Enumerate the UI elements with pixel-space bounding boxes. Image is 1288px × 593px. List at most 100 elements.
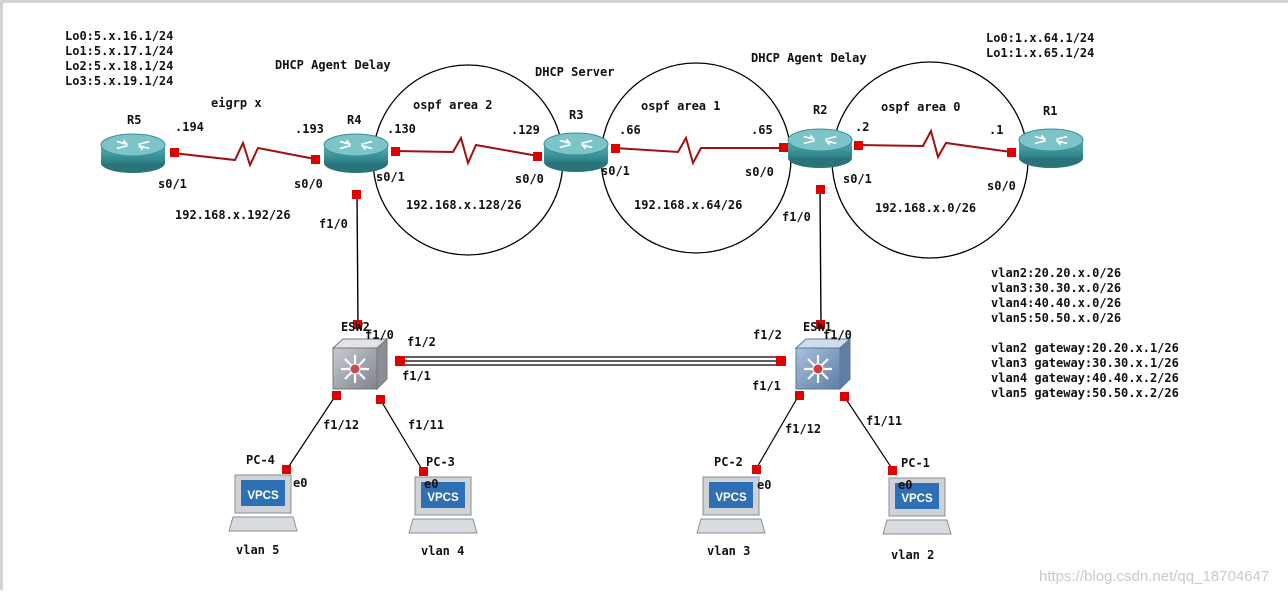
vlan-note-0: vlan2:20.20.x.0/26 [991,266,1121,280]
router-r5[interactable] [100,133,166,173]
vpcs-label: VPCS [715,492,747,504]
device-name-r2: R2 [813,103,827,117]
if-r4-f10: f1/0 [319,217,348,231]
gateway-note-3: vlan5 gateway:50.50.x.2/26 [991,386,1179,400]
vpcs-label: VPCS [427,492,459,504]
if-r2-s00: s0/0 [745,165,774,179]
ip-r1: .1 [989,123,1003,137]
subnet-eigrp: 192.168.x.192/26 [175,208,291,222]
r1-loopback-1: Lo1:1.x.65.1/24 [986,46,1094,60]
if-esw2-f111: f1/11 [408,418,444,432]
router-r3[interactable] [543,132,609,172]
r4-role-label: DHCP Agent Delay [275,58,391,72]
r2-role-label: DHCP Agent Delay [751,51,867,65]
device-name-r1: R1 [1043,104,1057,118]
if-r2-f10: f1/0 [782,210,811,224]
ip-r3-s01: .66 [619,123,641,137]
if-esw2-f12: f1/2 [407,335,436,349]
port-markers [170,141,1016,476]
if-esw1-f12: f1/2 [753,328,782,342]
if-r4-s01: s0/1 [376,170,405,184]
network-topology-diagram: VPCS VPCS VPCS VPCS [65,29,1269,585]
if-esw2-f112: f1/12 [323,418,359,432]
vlan-note-3: vlan5:50.50.x.0/26 [991,311,1121,325]
device-name-esw2: ESW2 [341,320,370,334]
r1-loopback-0: Lo0:1.x.64.1/24 [986,31,1094,45]
vlan-note-1: vlan3:30.30.x.0/26 [991,281,1121,295]
trunk-link-esw2-esw1[interactable] [399,356,781,366]
eth-link-r2-esw1[interactable] [819,187,822,326]
if-r4-s00: s0/0 [294,177,323,191]
ip-r2-s00: .65 [751,123,773,137]
ip-r4-s01: .130 [387,122,416,136]
device-name-pc3: PC-3 [426,455,455,469]
ospf-area-2-label: ospf area 2 [413,98,492,112]
ip-r2-s01: .2 [855,120,869,134]
serial-link-r4-r3[interactable] [394,135,539,166]
if-esw1-f11: f1/1 [752,379,781,393]
pc-1[interactable]: VPCS [882,477,952,535]
device-name-esw1: ESW1 [803,320,832,334]
ospf-area-0-circle [831,61,1029,259]
if-pc2-e0: e0 [757,478,771,492]
subnet-area2: 192.168.x.128/26 [406,198,522,212]
vlan-note-2: vlan4:40.40.x.0/26 [991,296,1121,310]
if-esw1-f112: f1/12 [785,422,821,436]
if-r2-s01: s0/1 [843,172,872,186]
vpcs-label: VPCS [247,490,279,502]
if-pc1-e0: e0 [898,478,912,492]
ip-r3-s00: .129 [511,123,540,137]
ip-r4-s00: .193 [295,122,324,136]
device-name-r5: R5 [127,113,141,127]
eth-link-r4-esw2[interactable] [356,192,359,326]
serial-link-r3-r2[interactable] [614,135,783,166]
if-r1-s00: s0/0 [987,179,1016,193]
router-r2[interactable] [787,128,853,168]
if-r3-s00: s0/0 [515,172,544,186]
eth-link-esw2-pc3[interactable] [379,398,424,472]
r3-role-label: DHCP Server [535,65,614,79]
if-esw2-f10: f1/0 [365,328,394,342]
pc-4[interactable]: VPCS [228,474,298,532]
r5-loopback-1: Lo1:5.x.17.1/24 [65,44,173,58]
device-name-pc1: PC-1 [901,456,930,470]
subnet-area0: 192.168.x.0/26 [875,201,976,215]
if-r5-s01: s0/1 [158,177,187,191]
pc-2[interactable]: VPCS [696,476,766,534]
pc-3[interactable]: VPCS [408,476,478,534]
if-pc3-e0: e0 [424,477,438,491]
pc1-vlan-caption: vlan 2 [891,548,934,562]
if-esw2-f11: f1/1 [402,369,431,383]
router-r1[interactable] [1018,128,1084,168]
subnet-area1: 192.168.x.64/26 [634,198,742,212]
device-name-pc2: PC-2 [714,455,743,469]
if-r3-s01: s0/1 [601,164,630,178]
ospf-area-0-label: ospf area 0 [881,100,960,114]
switch-esw1[interactable] [794,337,852,391]
gateway-note-1: vlan3 gateway:30.30.x.1/26 [991,356,1179,370]
pc4-vlan-caption: vlan 5 [236,543,279,557]
watermark: https://blog.csdn.net/qq_18704647 [1039,568,1269,585]
serial-link-r5-r4[interactable] [172,140,316,168]
eth-link-esw1-pc2[interactable] [755,394,800,470]
eth-link-esw2-pc4[interactable] [286,394,337,470]
if-pc4-e0: e0 [293,476,307,490]
serial-link-r2-r1[interactable] [857,128,1012,160]
if-esw1-f111: f1/11 [866,414,902,428]
device-name-pc4: PC-4 [246,453,275,467]
vpcs-label: VPCS [901,493,933,505]
r5-loopback-2: Lo2:5.x.18.1/24 [65,59,173,73]
if-esw1-f10: f1/0 [823,328,852,342]
device-name-r3: R3 [569,108,583,122]
r5-loopback-3: Lo3:5.x.19.1/24 [65,74,173,88]
gateway-note-2: vlan4 gateway:40.40.x.2/26 [991,371,1179,385]
switch-esw2[interactable] [331,337,389,391]
r5-loopback-0: Lo0:5.x.16.1/24 [65,29,173,43]
pc3-vlan-caption: vlan 4 [421,544,464,558]
eigrp-label: eigrp x [211,96,262,110]
gateway-note-0: vlan2 gateway:20.20.x.1/26 [991,341,1179,355]
router-r4[interactable] [323,133,389,173]
eth-link-esw1-pc1[interactable] [843,395,894,471]
ip-r5: .194 [175,120,204,134]
